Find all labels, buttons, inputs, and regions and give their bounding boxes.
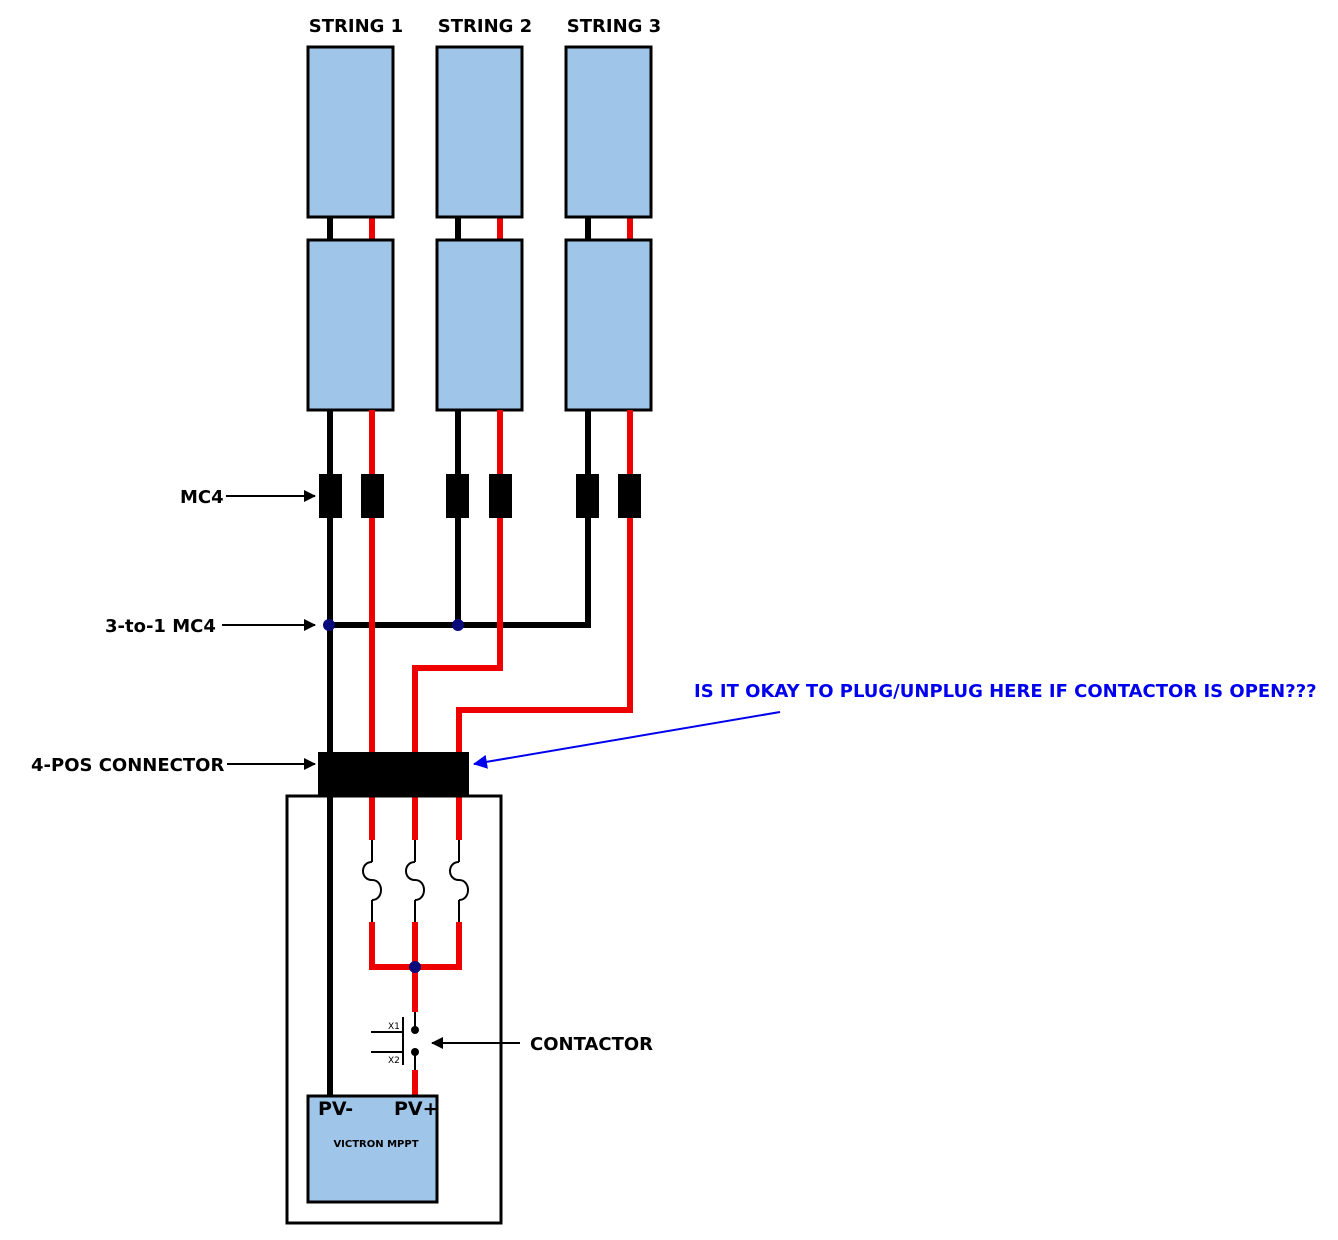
junction-node-pos [409,961,421,973]
three-to-one-label: 3-to-1 MC4 [105,616,216,637]
string-3-panel-bottom [564,238,653,412]
four-pos-connector [318,752,469,796]
string-3-panel-top [564,45,653,219]
four-pos-label: 4-POS CONNECTOR [31,755,224,776]
x1-label: X1 [388,1022,400,1032]
question-arrow [473,711,781,769]
x2-label: X2 [388,1056,400,1066]
fuse-1 [362,840,382,922]
string-2-panel-bottom [435,238,524,412]
string-1-panel-bottom [306,238,395,412]
fuse-3 [449,840,469,922]
mc4-connectors [319,474,641,518]
string-1-panel-top [306,45,395,219]
inter-panel-wires [327,216,633,240]
pv-pos-label: PV+ [394,1098,439,1120]
victron-label: VICTRON MPPT [333,1139,418,1150]
positive-wiring [369,410,633,1095]
mc4-label: MC4 [180,487,224,508]
string-2-label: STRING 2 [438,16,532,37]
string-2-panel-top [435,45,524,219]
victron-mppt-box [306,1094,439,1204]
fuse-2 [405,840,425,922]
contactor-switch: X1 X2 [371,1012,419,1070]
string-1-label: STRING 1 [309,16,403,37]
junction-node-neg-2 [452,619,464,631]
question-label: IS IT OKAY TO PLUG/UNPLUG HERE IF CONTAC… [694,681,1317,702]
junction-node-neg-1 [323,619,335,631]
pv-neg-label: PV- [318,1098,353,1120]
contactor-label: CONTACTOR [530,1034,653,1055]
string-3-label: STRING 3 [567,16,661,37]
